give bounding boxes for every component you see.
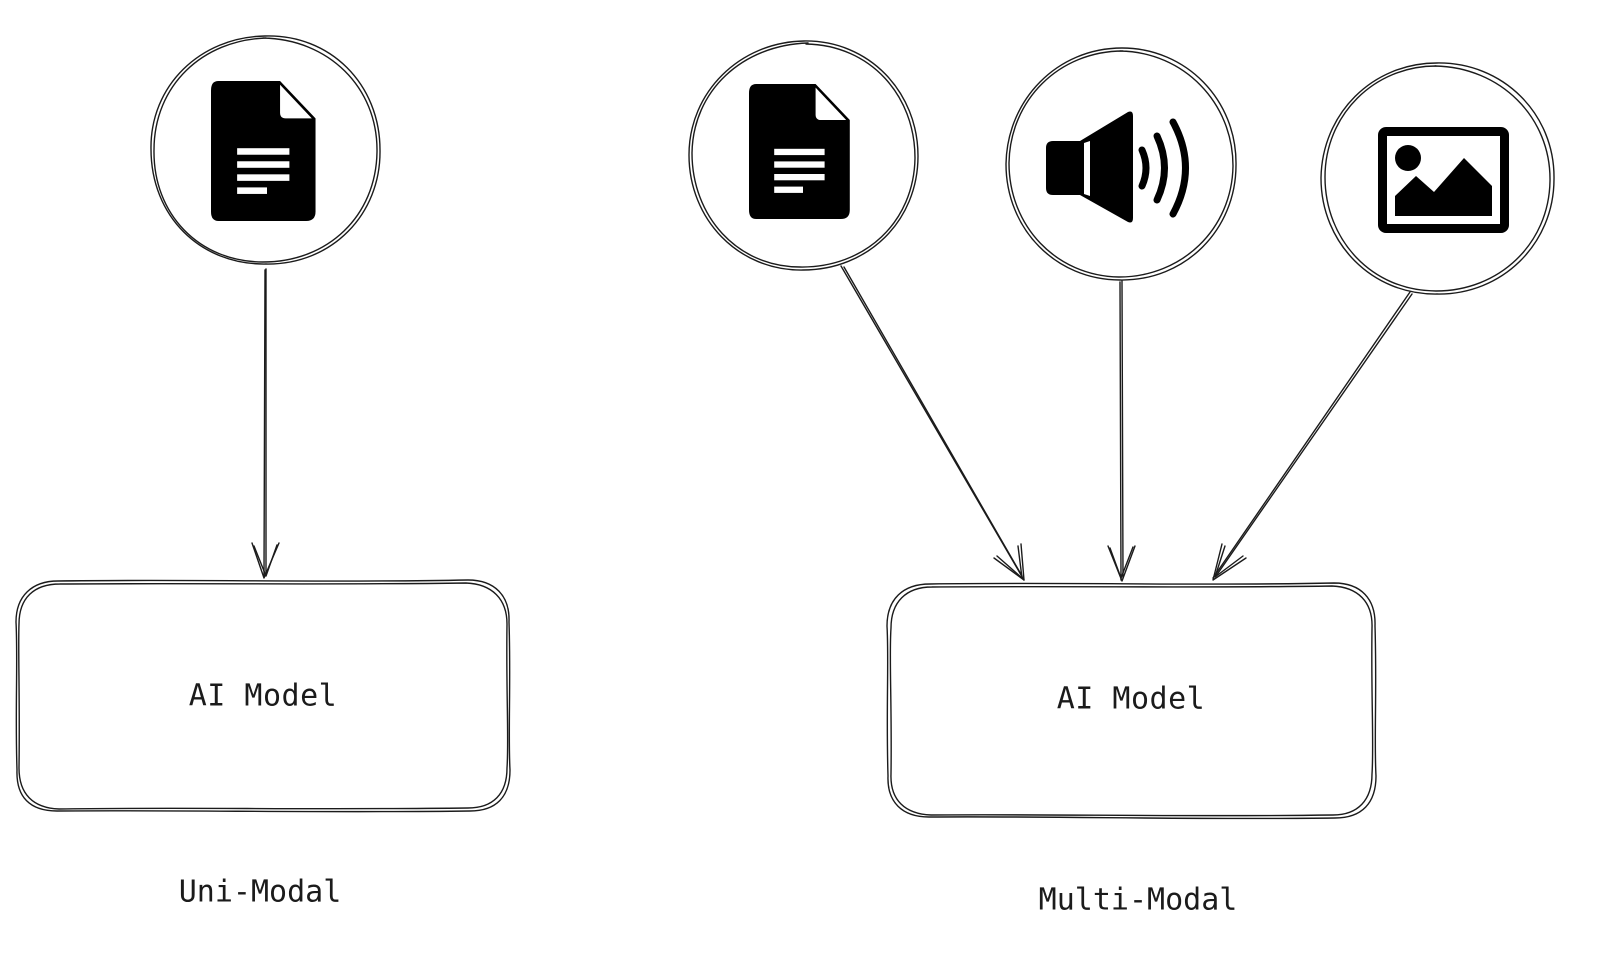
uni-modal-section: AI Model Uni-Modal (15, 35, 511, 910)
uni-ai-model-box: AI Model (15, 579, 511, 813)
uni-input-arrow (251, 268, 280, 579)
uni-modal-caption: Uni-Modal (179, 875, 342, 910)
multi-input-image-node (1320, 62, 1555, 295)
multi-input-arrow-audio (1107, 280, 1136, 582)
document-icon (749, 84, 850, 219)
multi-input-arrow-image (1212, 291, 1413, 581)
multi-ai-model-box: AI Model (886, 582, 1377, 820)
document-icon (211, 81, 316, 221)
multi-input-document-node (688, 40, 919, 271)
multi-input-arrow-document (840, 265, 1025, 581)
image-icon (1378, 127, 1509, 233)
multi-input-audio-node (1005, 47, 1237, 281)
speaker-icon (1046, 111, 1189, 223)
multi-ai-model-label: AI Model (1057, 682, 1206, 717)
uni-input-document-node (150, 35, 381, 265)
uni-ai-model-label: AI Model (189, 679, 338, 714)
multi-modal-section: AI Model Multi-Modal (688, 40, 1555, 918)
multi-modal-caption: Multi-Modal (1039, 883, 1238, 918)
